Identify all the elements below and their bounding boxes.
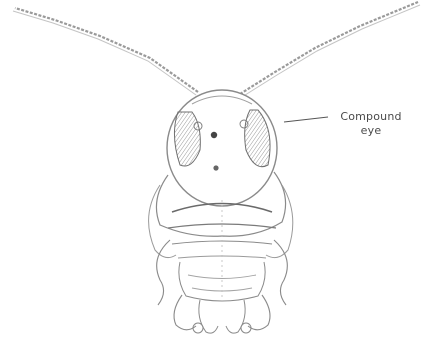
head	[167, 90, 277, 206]
compound-eye-label-line2: eye	[333, 124, 409, 137]
ocellus-secondary	[213, 165, 218, 170]
left-compound-eye	[174, 112, 200, 166]
compound-eye-label-line1: Compound	[333, 110, 409, 123]
label-pointer-line	[284, 117, 328, 122]
right-antenna	[240, 2, 420, 97]
ocellus	[211, 132, 217, 138]
left-antenna	[13, 8, 198, 95]
